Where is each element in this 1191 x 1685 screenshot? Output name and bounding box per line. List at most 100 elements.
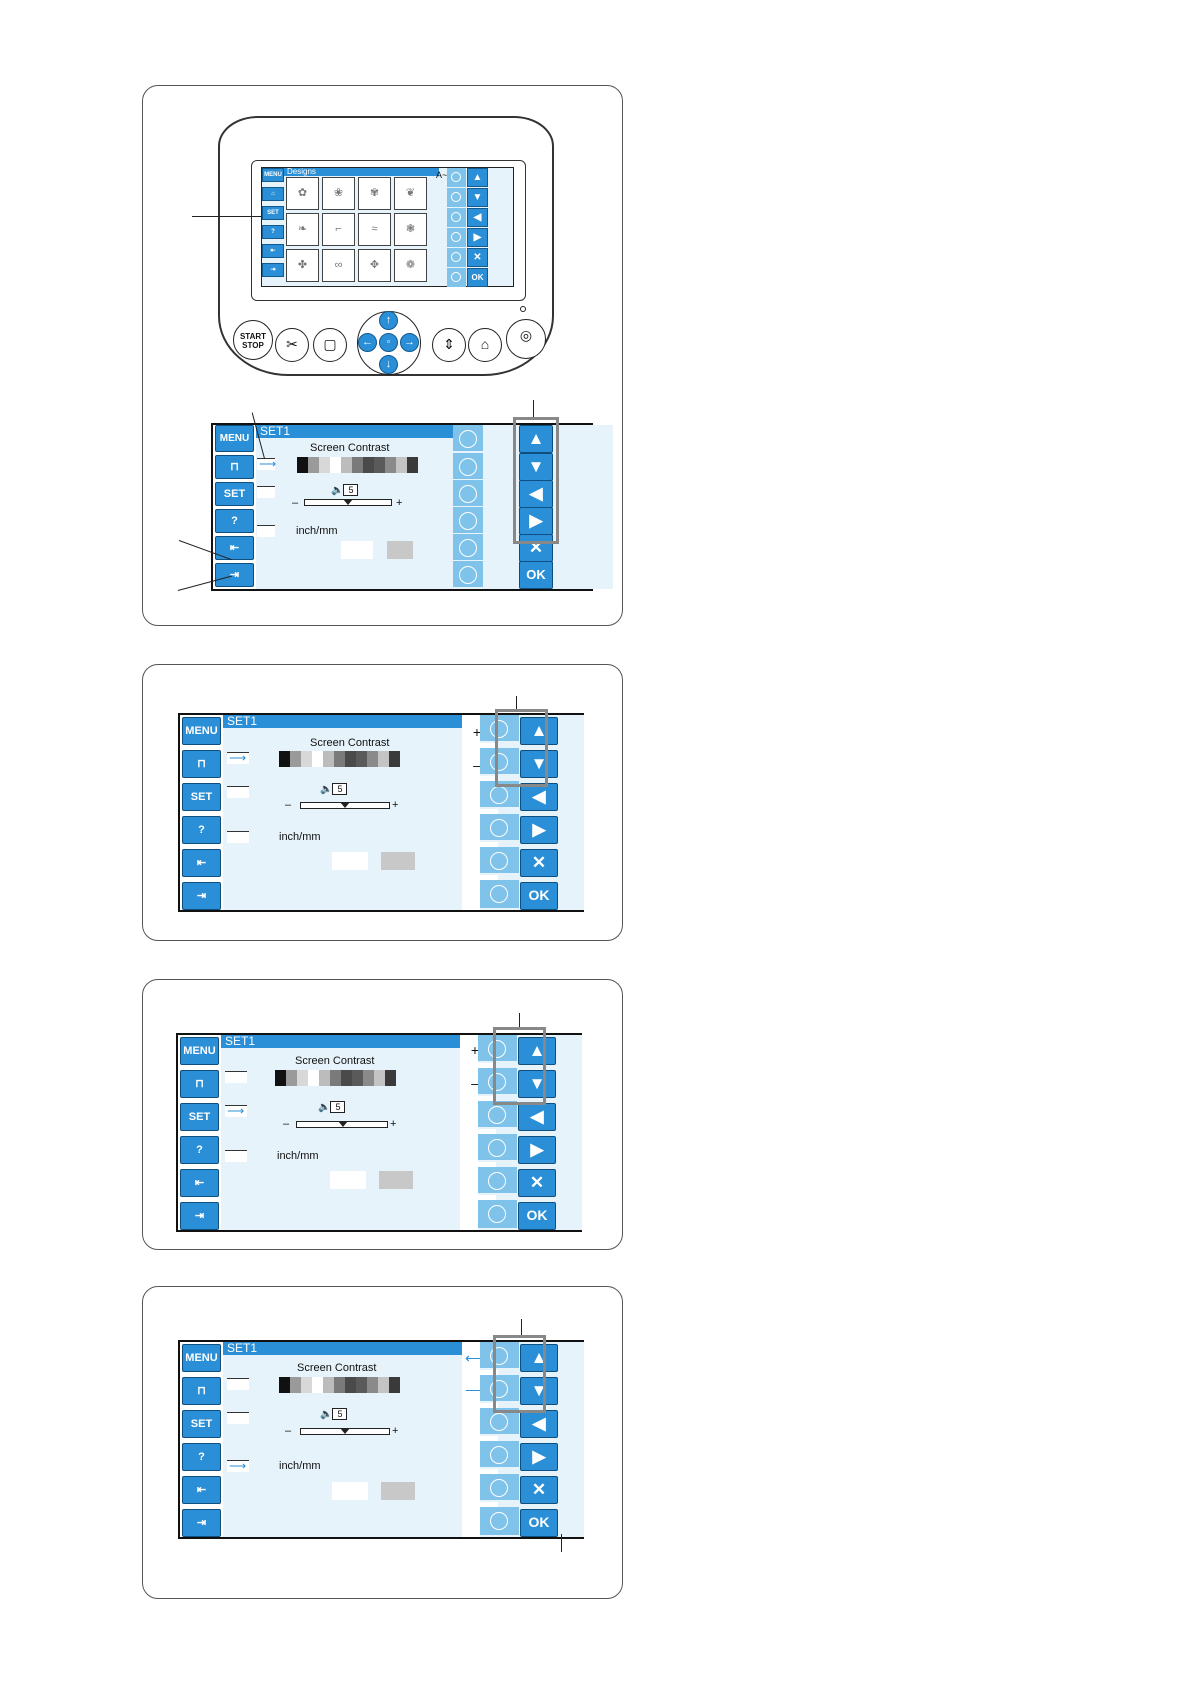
jog-right-icon[interactable]: → [400,333,419,352]
home-icon[interactable]: ⊓ [215,455,254,479]
left-arrow-button[interactable]: ◀ [519,480,553,508]
circle-key[interactable] [478,1134,517,1162]
down-arrow-button[interactable]: ▼ [518,1070,556,1098]
circle-key[interactable] [480,814,519,842]
ok-button[interactable]: OK [519,561,553,589]
circle-key[interactable] [480,847,519,875]
circle-key[interactable] [480,748,519,776]
design-thumb[interactable]: ⌐ [322,213,355,246]
circle-key[interactable] [453,507,483,535]
circle-key[interactable] [480,880,519,910]
design-thumb[interactable]: ❁ [394,249,427,282]
circle-key[interactable] [480,715,519,743]
unit-selector[interactable] [257,525,275,537]
jog-down-icon[interactable]: ↓ [379,355,398,374]
mini-home-key[interactable]: ⌂ [262,187,284,201]
cancel-button[interactable]: ✕ [520,1476,558,1504]
down-arrow-button[interactable]: ▼ [519,453,553,481]
cancel-button[interactable]: ✕ [518,1169,556,1197]
up-arrow-button[interactable]: ▲ [520,717,558,745]
up-arrow-button[interactable]: ▲ [518,1037,556,1065]
mini-down-arrow-key[interactable]: ▼ [467,188,488,207]
contrast-selector[interactable]: ⟶ [227,752,249,764]
cancel-button[interactable]: ✕ [520,849,558,877]
menu-button[interactable]: MENU [182,1344,221,1372]
mini-cancel-key[interactable]: ✕ [467,248,488,267]
jog-left-icon[interactable]: ← [358,333,377,352]
mini-prev-key[interactable]: ⇤ [262,244,284,258]
set-button[interactable]: SET [182,783,221,811]
design-thumb[interactable]: ❧ [286,213,319,246]
unit-option-blank[interactable] [330,1171,366,1189]
design-thumb[interactable]: ❃ [394,213,427,246]
unit-selector[interactable]: ⟶ [227,1460,249,1472]
menu-button[interactable]: MENU [215,425,254,452]
circle-key[interactable] [478,1200,517,1230]
circle-key[interactable] [480,1474,519,1502]
design-thumb[interactable]: ✥ [358,249,391,282]
next-page-icon[interactable]: ⇥ [182,1509,221,1537]
menu-button[interactable]: MENU [180,1037,219,1065]
circle-key[interactable] [453,425,483,453]
design-thumb[interactable]: ≈ [358,213,391,246]
mini-circle-key[interactable] [447,268,466,287]
thread-cutter-icon[interactable]: ✂ [275,328,309,362]
down-arrow-button[interactable]: ▼ [520,750,558,778]
mini-circle-key[interactable] [447,168,466,187]
circle-key[interactable] [480,1375,519,1403]
mini-circle-key[interactable] [447,208,466,227]
right-arrow-button[interactable]: ▶ [518,1136,556,1164]
left-arrow-button[interactable]: ◀ [520,1410,558,1438]
volume-selector[interactable] [227,786,249,798]
up-arrow-button[interactable]: ▲ [519,425,553,453]
design-thumb[interactable]: ✤ [286,249,319,282]
unit-option-blank[interactable] [332,1482,368,1500]
trace-icon[interactable]: ▢ [313,328,347,362]
help-button[interactable]: ? [182,816,221,844]
next-page-icon[interactable]: ⇥ [180,1202,219,1230]
next-page-icon[interactable]: ⇥ [182,882,221,910]
circle-key[interactable] [480,1342,519,1370]
design-thumb[interactable]: ∞ [322,249,355,282]
circle-key[interactable] [480,1507,519,1537]
mini-menu-key[interactable]: MENU [262,168,284,182]
help-button[interactable]: ? [215,509,254,533]
unit-option-blank[interactable] [332,852,368,870]
circle-key[interactable] [478,1167,517,1195]
circle-key[interactable] [453,480,483,508]
mini-up-arrow-key[interactable]: ▲ [467,168,488,187]
bobbin-icon[interactable]: ◎ [506,319,546,359]
circle-key[interactable] [478,1035,517,1063]
contrast-selector[interactable] [227,1378,249,1390]
mini-left-arrow-key[interactable]: ◀ [467,208,488,227]
right-arrow-button[interactable]: ▶ [520,1443,558,1471]
design-thumb[interactable]: ✾ [358,177,391,210]
volume-selector[interactable]: ⟶ [225,1105,247,1117]
home-icon[interactable]: ⊓ [182,750,221,778]
mini-circle-key[interactable] [447,188,466,207]
left-arrow-button[interactable]: ◀ [518,1103,556,1131]
presser-foot-icon[interactable]: ⌂ [468,328,502,362]
jog-center-icon[interactable]: ◦ [379,333,398,352]
unit-option-blank[interactable] [341,541,373,559]
design-thumb[interactable]: ❀ [322,177,355,210]
circle-key[interactable] [453,534,483,562]
unit-selector[interactable] [227,831,249,843]
start-stop-button[interactable]: START STOP [233,320,273,360]
ok-button[interactable]: OK [520,882,558,910]
design-thumb[interactable]: ❦ [394,177,427,210]
menu-button[interactable]: MENU [182,717,221,745]
help-button[interactable]: ? [182,1443,221,1471]
right-arrow-button[interactable]: ▶ [520,816,558,844]
up-arrow-button[interactable]: ▲ [520,1344,558,1372]
jog-up-icon[interactable]: ↑ [379,311,398,330]
mini-circle-key[interactable] [447,228,466,247]
circle-key[interactable] [478,1068,517,1096]
home-icon[interactable]: ⊓ [180,1070,219,1098]
left-arrow-button[interactable]: ◀ [520,783,558,811]
next-page-icon[interactable]: ⇥ [215,563,254,587]
circle-key[interactable] [480,1441,519,1469]
circle-key[interactable] [478,1101,517,1129]
home-icon[interactable]: ⊓ [182,1377,221,1405]
mini-next-key[interactable]: ⇥ [262,263,284,277]
